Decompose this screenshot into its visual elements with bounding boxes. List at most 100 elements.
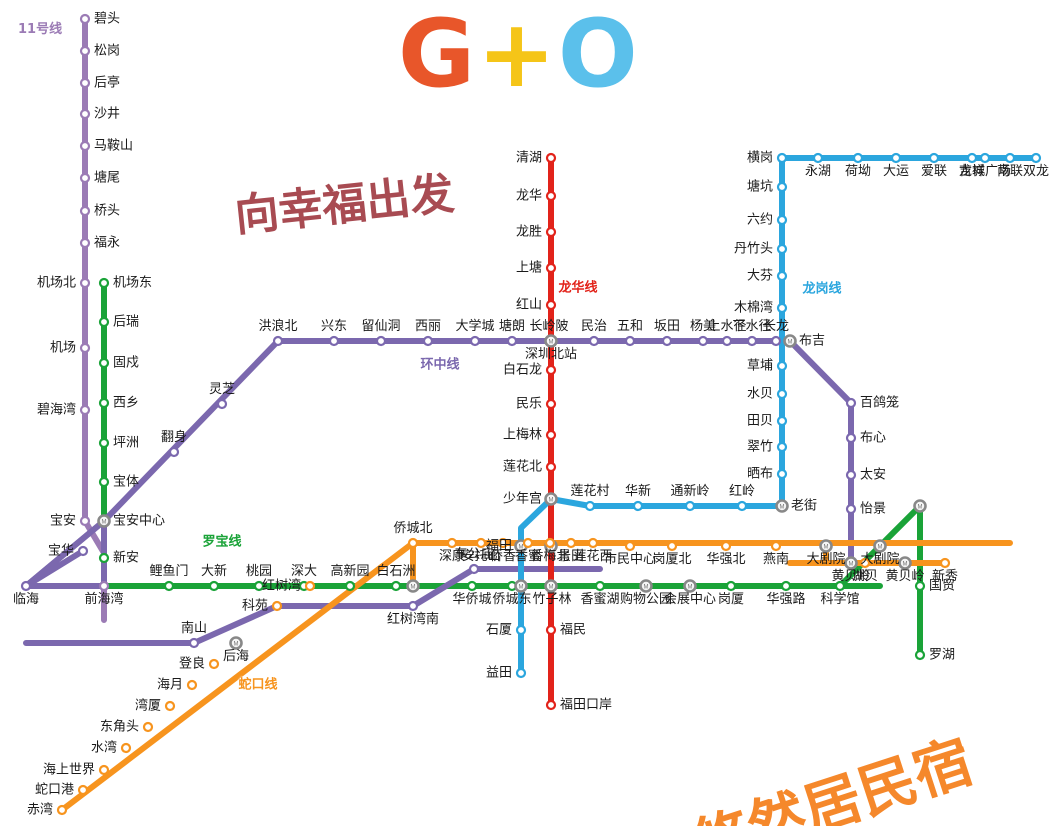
station-label[interactable]: 黄贝岭 bbox=[885, 569, 925, 584]
station-label[interactable]: 深大 bbox=[290, 564, 318, 579]
station-dot[interactable] bbox=[939, 557, 951, 569]
station-dot[interactable] bbox=[469, 335, 481, 347]
station-dot[interactable] bbox=[120, 742, 132, 754]
station-label[interactable]: 深康 bbox=[438, 549, 466, 564]
station-dot[interactable] bbox=[98, 397, 110, 409]
station-label[interactable]: 后亭 bbox=[94, 75, 121, 91]
station-label[interactable]: 莲花西 bbox=[573, 549, 613, 564]
station-dot[interactable] bbox=[1030, 152, 1042, 164]
station-dot[interactable] bbox=[545, 152, 557, 164]
station-dot[interactable] bbox=[845, 503, 857, 515]
station-label[interactable]: 兴东 bbox=[320, 319, 348, 334]
station-dot[interactable] bbox=[844, 556, 858, 570]
station-dot[interactable] bbox=[928, 152, 940, 164]
station-label[interactable]: 竹子林 bbox=[532, 592, 572, 607]
station-dot[interactable] bbox=[914, 649, 926, 661]
station-label[interactable]: 民治 bbox=[580, 319, 608, 334]
station-label[interactable]: 大学城 bbox=[455, 319, 495, 334]
station-label[interactable]: 水湾 bbox=[90, 740, 117, 756]
station-label[interactable]: 荷坳 bbox=[844, 164, 872, 179]
station-dot[interactable] bbox=[720, 540, 732, 552]
station-label[interactable]: 宝安中心 bbox=[113, 513, 166, 529]
station-label[interactable]: 后瑞 bbox=[113, 314, 140, 330]
station-dot[interactable] bbox=[776, 152, 788, 164]
station-dot[interactable] bbox=[515, 624, 527, 636]
station-label[interactable]: 坂田 bbox=[653, 319, 681, 334]
station-label[interactable]: 上梅林 bbox=[502, 427, 542, 443]
station-label[interactable]: 吉祥 bbox=[958, 164, 986, 179]
station-dot[interactable] bbox=[77, 545, 89, 557]
station-label[interactable]: 布吉 bbox=[799, 333, 826, 349]
station-label[interactable]: 新安 bbox=[113, 550, 140, 566]
station-dot[interactable] bbox=[98, 316, 110, 328]
station-dot[interactable] bbox=[216, 398, 228, 410]
station-label[interactable]: 长岭陂 bbox=[529, 319, 569, 334]
station-dot[interactable] bbox=[780, 580, 792, 592]
station-label[interactable]: 少年宫 bbox=[502, 491, 542, 507]
station-label[interactable]: 塘朗 bbox=[498, 319, 526, 334]
station-dot[interactable] bbox=[819, 539, 833, 553]
station-dot[interactable] bbox=[545, 190, 557, 202]
station-dot[interactable] bbox=[514, 579, 528, 593]
station-label[interactable]: 大芬 bbox=[746, 268, 773, 284]
station-dot[interactable] bbox=[208, 658, 220, 670]
station-dot[interactable] bbox=[375, 335, 387, 347]
station-label[interactable]: 福田口岸 bbox=[560, 697, 613, 713]
station-label[interactable]: 侨城北 bbox=[393, 521, 433, 536]
station-label[interactable]: 碧头 bbox=[94, 11, 121, 27]
station-label[interactable]: 莲花北 bbox=[502, 459, 542, 475]
station-label[interactable]: 前海湾 bbox=[84, 592, 124, 607]
station-label[interactable]: 太安 bbox=[860, 467, 887, 483]
station-dot[interactable] bbox=[666, 540, 678, 552]
station-label[interactable]: 高新园 bbox=[330, 564, 370, 579]
station-label[interactable]: 海月 bbox=[156, 677, 183, 693]
station-label[interactable]: 桥头 bbox=[94, 203, 121, 219]
station-dot[interactable] bbox=[684, 500, 696, 512]
station-label[interactable]: 晒布 bbox=[746, 466, 773, 482]
station-dot[interactable] bbox=[163, 580, 175, 592]
station-label[interactable]: 双龙 bbox=[1022, 164, 1050, 179]
station-label[interactable]: 机场 bbox=[49, 340, 76, 356]
station-dot[interactable] bbox=[79, 277, 91, 289]
station-dot[interactable] bbox=[79, 515, 91, 527]
station-dot[interactable] bbox=[859, 557, 871, 569]
station-dot[interactable] bbox=[168, 446, 180, 458]
station-dot[interactable] bbox=[545, 624, 557, 636]
station-dot[interactable] bbox=[898, 556, 912, 570]
station-dot[interactable] bbox=[914, 580, 926, 592]
station-label[interactable]: 新秀 bbox=[931, 569, 959, 584]
station-label[interactable]: 爱联 bbox=[920, 164, 948, 179]
station-label[interactable]: 石厦 bbox=[485, 622, 512, 638]
station-dot[interactable] bbox=[79, 77, 91, 89]
station-dot[interactable] bbox=[406, 579, 420, 593]
station-dot[interactable] bbox=[845, 469, 857, 481]
station-label[interactable]: 国贸 bbox=[929, 578, 956, 594]
station-label[interactable]: 燕南 bbox=[762, 552, 790, 567]
station-label[interactable]: 横岗 bbox=[746, 150, 773, 166]
station-label[interactable]: 大剧院 bbox=[806, 552, 846, 567]
station-label[interactable]: 科苑 bbox=[241, 598, 268, 614]
station-dot[interactable] bbox=[776, 388, 788, 400]
station-dot[interactable] bbox=[79, 342, 91, 354]
station-label[interactable]: 红山 bbox=[515, 297, 542, 313]
station-dot[interactable] bbox=[188, 637, 200, 649]
station-dot[interactable] bbox=[544, 334, 558, 348]
station-dot[interactable] bbox=[77, 784, 89, 796]
station-label[interactable]: 南山 bbox=[180, 621, 208, 636]
station-label[interactable]: 红岭 bbox=[728, 484, 756, 499]
station-dot[interactable] bbox=[79, 140, 91, 152]
station-label[interactable]: 草埔 bbox=[746, 358, 773, 374]
station-dot[interactable] bbox=[776, 302, 788, 314]
station-dot[interactable] bbox=[79, 45, 91, 57]
station-dot[interactable] bbox=[746, 335, 758, 347]
station-label[interactable]: 五和 bbox=[616, 319, 644, 334]
station-label[interactable]: 西乡 bbox=[113, 395, 140, 411]
station-label[interactable]: 龙城广场 bbox=[958, 164, 1012, 179]
station-dot[interactable] bbox=[515, 667, 527, 679]
station-dot[interactable] bbox=[661, 335, 673, 347]
station-label[interactable]: 临海 bbox=[12, 592, 40, 607]
station-label[interactable]: 洪浪北 bbox=[258, 319, 298, 334]
station-dot[interactable] bbox=[544, 537, 556, 549]
station-label[interactable]: 老街 bbox=[791, 498, 818, 514]
station-label[interactable]: 湖贝 bbox=[851, 569, 879, 584]
